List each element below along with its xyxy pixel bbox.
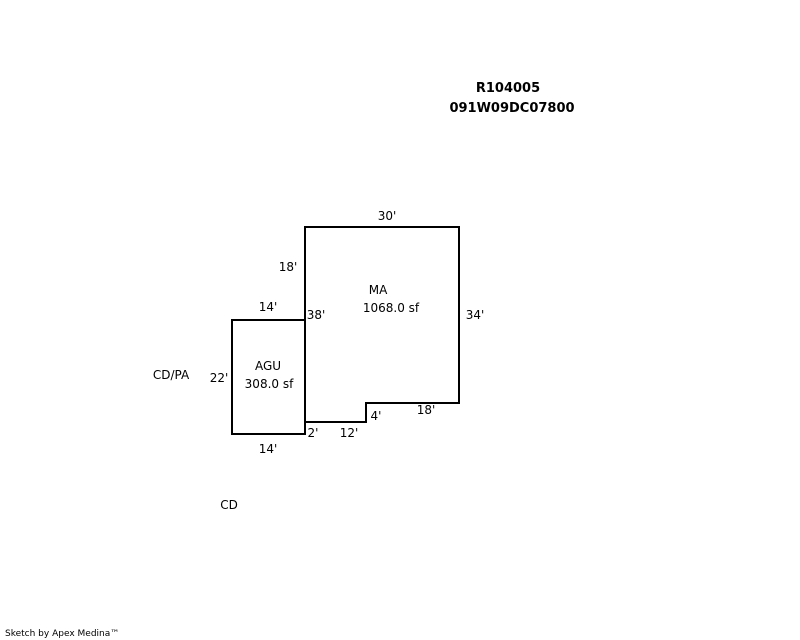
ma-outline	[304, 226, 460, 423]
map-number: 091W09DC07800	[449, 101, 574, 116]
dim-ma-left-upper: 18'	[279, 260, 298, 274]
parcel-id: R104005	[476, 81, 540, 96]
dim-ma-notch: 4'	[371, 409, 382, 423]
dim-ma-right: 34'	[466, 308, 485, 322]
agu-outline	[231, 319, 306, 435]
dim-ma-bottom-left: 12'	[340, 426, 359, 440]
dim-ma-top: 30'	[378, 209, 397, 223]
dim-agu-bottom: 14'	[259, 442, 278, 456]
agu-area: 308.0 sf	[245, 377, 294, 391]
dim-ma-bottom-right: 18'	[417, 403, 436, 417]
dim-agu-top: 14'	[259, 300, 278, 314]
dim-agu-left: 22'	[210, 371, 229, 385]
ma-label: MA	[369, 283, 388, 297]
agu-label: AGU	[255, 359, 281, 373]
label-cd: CD	[220, 498, 238, 512]
ma-area: 1068.0 sf	[363, 301, 420, 315]
footer-credit: Sketch by Apex Medina™	[5, 629, 119, 639]
dim-ma-step: 2'	[308, 426, 319, 440]
dim-ma-left-total: 38'	[307, 308, 326, 322]
label-cd-pa: CD/PA	[153, 368, 190, 382]
